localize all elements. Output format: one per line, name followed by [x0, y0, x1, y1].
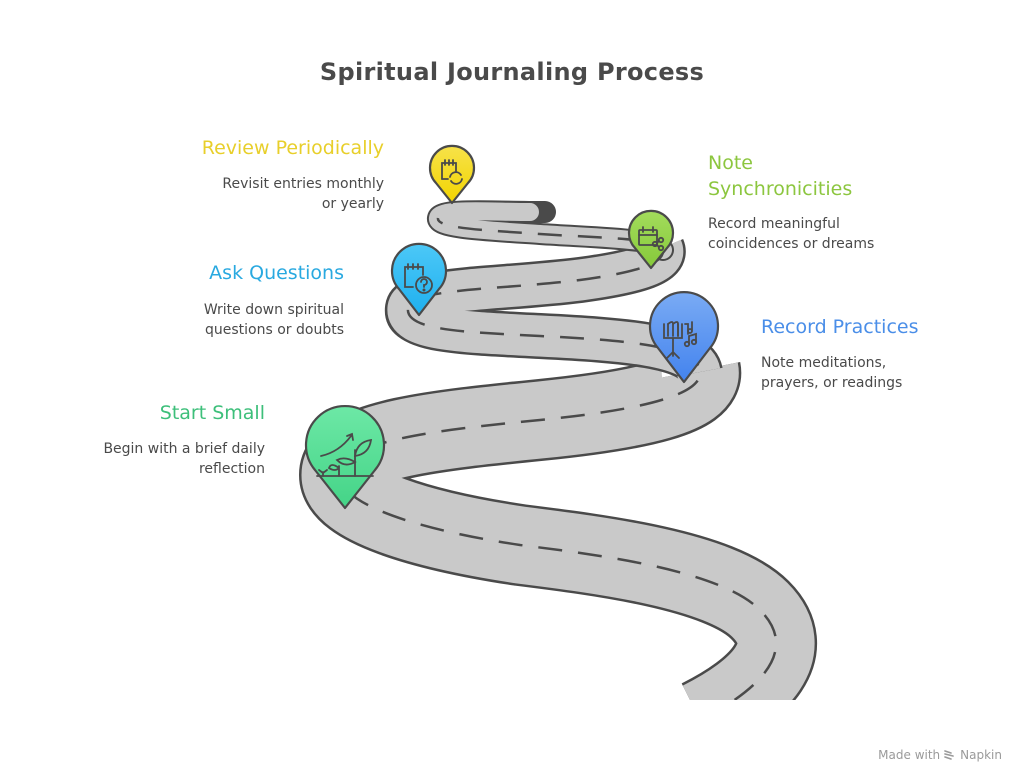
- desc-line: coincidences or dreams: [708, 236, 875, 252]
- step-record-title: Record Practices: [761, 316, 919, 338]
- napkin-brand-label: Napkin: [960, 748, 1002, 762]
- step-record-desc: Note meditations, prayers, or readings: [761, 353, 902, 393]
- pin-note-synchronicities: [627, 209, 675, 270]
- desc-line: reflection: [198, 461, 265, 477]
- footer-attribution: Made with Napkin: [878, 748, 1002, 762]
- desc-line: or yearly: [321, 196, 384, 212]
- step-review-desc: Revisit entries monthly or yearly: [222, 174, 384, 214]
- desc-line: Note meditations,: [761, 355, 887, 371]
- desc-line: questions or doubts: [205, 322, 344, 338]
- pin-record-practices: [648, 290, 720, 384]
- step-note-title: Note Synchronicities: [708, 150, 852, 202]
- calendar-share-icon: [638, 226, 665, 252]
- pin-review-periodically: [428, 144, 476, 205]
- napkin-logo-icon: [944, 750, 954, 760]
- calendar-question-icon: [404, 263, 433, 294]
- desc-line: Revisit entries monthly: [222, 176, 384, 192]
- growing-plant-icon: [316, 432, 374, 477]
- step-ask-desc: Write down spiritual questions or doubts: [204, 300, 344, 340]
- pin-start-small: [304, 404, 386, 510]
- step-start-title: Start Small: [159, 402, 265, 424]
- music-stand-icon: [663, 321, 698, 359]
- road: [298, 200, 817, 700]
- step-start-desc: Begin with a brief daily reflection: [103, 439, 265, 479]
- step-review-title: Review Periodically: [201, 137, 384, 159]
- desc-line: Begin with a brief daily: [103, 441, 265, 457]
- title-line: Note: [708, 152, 753, 174]
- step-ask-title: Ask Questions: [209, 262, 344, 284]
- desc-line: Record meaningful: [708, 216, 840, 232]
- desc-line: Write down spiritual: [203, 302, 344, 318]
- pin-ask-questions: [390, 242, 448, 317]
- calendar-refresh-icon: [441, 159, 463, 185]
- page-title: Spiritual Journaling Process: [319, 58, 705, 86]
- desc-line: prayers, or readings: [761, 375, 903, 391]
- made-with-label: Made with: [878, 748, 941, 762]
- title-line: Synchronicities: [708, 178, 853, 200]
- step-note-desc: Record meaningful coincidences or dreams: [708, 214, 874, 254]
